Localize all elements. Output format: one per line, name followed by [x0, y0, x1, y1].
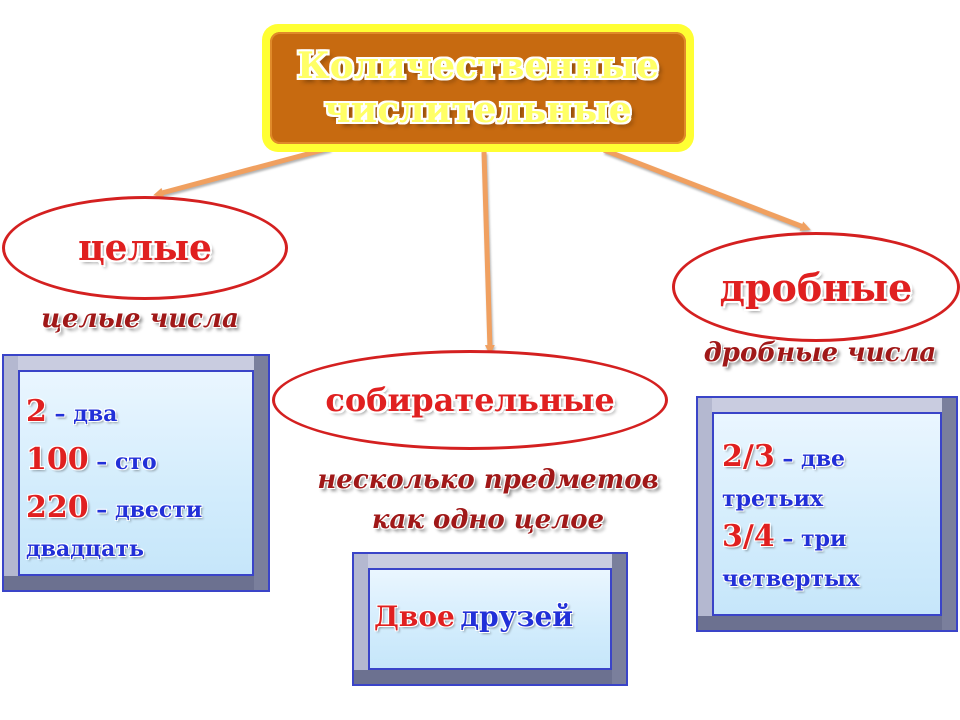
- example-word: два: [73, 401, 118, 427]
- category-whole-subtitle: целые числа: [41, 304, 239, 334]
- example-number: 100: [26, 442, 89, 477]
- example-dash: –: [774, 526, 802, 552]
- example-word: три: [801, 526, 847, 552]
- fractional-example-item: 3/4 – три: [722, 518, 859, 560]
- example-dash: –: [88, 449, 115, 475]
- category-fractional-ellipse: дробные: [672, 232, 960, 342]
- example-number: 2/3: [722, 439, 775, 474]
- fractional-examples-list: 2/3 – две третьих 3/4 – три четвертых: [722, 438, 859, 598]
- whole-example-item: 220 – двести: [26, 486, 202, 534]
- example-number: 3/4: [722, 519, 775, 554]
- example-word: две: [801, 446, 845, 472]
- category-whole-ellipse: целые: [2, 196, 288, 300]
- fractional-example-item: 2/3 – две: [722, 438, 859, 480]
- category-fractional-label: дробные: [719, 264, 913, 310]
- category-whole-label: целые: [78, 227, 212, 269]
- collective-subtitle-line-2: как одно целое: [371, 505, 605, 535]
- category-fractional-subtitle: дробные числа: [703, 338, 937, 368]
- title-inner: Количественные числительные: [270, 32, 686, 144]
- title-box: Количественные числительные: [262, 24, 694, 152]
- collective-example-second: друзей: [460, 600, 574, 633]
- fractional-examples-box: [696, 396, 958, 632]
- title-line-2: числительные: [324, 89, 632, 131]
- title-line-1: Количественные: [297, 45, 659, 87]
- collective-example-first: Двое: [374, 600, 455, 633]
- example-continuation: четвертых: [722, 566, 860, 592]
- category-collective-subtitle: несколько предметов как одно целое: [300, 460, 676, 540]
- category-collective-ellipse: собирательные: [272, 350, 668, 450]
- arrow-to-collective: [481, 151, 495, 355]
- arrow-to-whole: [153, 145, 331, 198]
- arrow-to-fractional: [603, 147, 811, 231]
- example-dash: –: [88, 497, 115, 523]
- category-collective-label: собирательные: [325, 381, 615, 419]
- example-dash: –: [774, 446, 802, 472]
- example-continuation: двадцать: [26, 536, 144, 562]
- whole-example-item: 100 – сто: [26, 438, 202, 486]
- collective-example: Двое друзей: [374, 600, 573, 633]
- example-number: 220: [26, 490, 89, 525]
- whole-examples-list: 2 – два 100 – сто 220 – двести двадцать: [26, 390, 202, 564]
- example-dash: –: [46, 401, 74, 427]
- example-word: двести: [114, 497, 203, 523]
- example-word: сто: [114, 449, 157, 475]
- example-continuation: третьих: [722, 486, 824, 512]
- whole-example-item: 2 – два: [26, 390, 202, 438]
- collective-subtitle-line-1: несколько предметов: [317, 465, 659, 495]
- example-number: 2: [26, 394, 47, 429]
- collective-example-box: [352, 552, 628, 686]
- whole-examples-box: [2, 354, 270, 592]
